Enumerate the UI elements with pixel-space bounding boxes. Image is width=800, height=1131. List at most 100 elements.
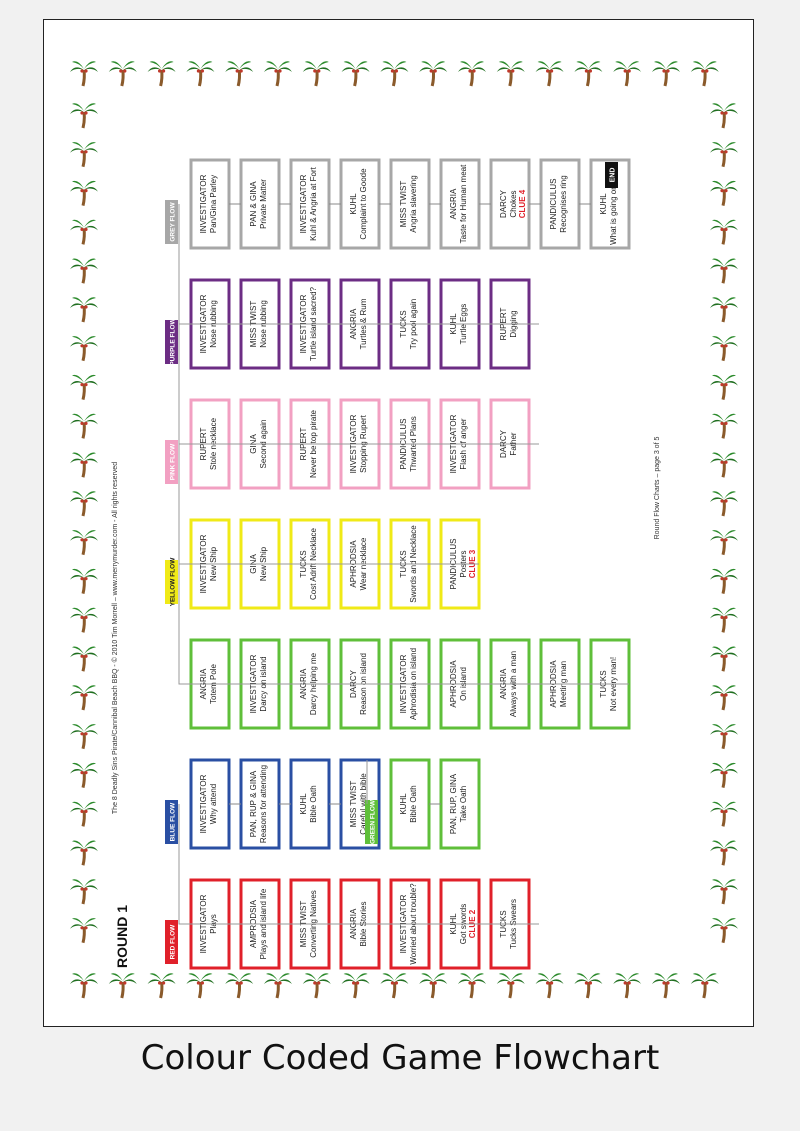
palm-tree-icon [70,491,98,517]
palm-tree-icon [496,973,525,999]
palm-tree-icon [186,973,215,999]
box-subtitle: Complaint to Goode [359,168,368,240]
palm-tree-icon [264,973,292,999]
flow-blue: BLUE FLOW [165,800,178,844]
palm-tree-icon [496,61,525,87]
box-title: PAN, RUP & GINA [249,770,258,837]
palm-tree-icon [70,61,98,87]
palm-tree-icon [710,530,738,556]
box-subtitle: Careful with bible [359,773,368,835]
palm-tree-icon [70,374,98,400]
box-title: KUHL [599,193,608,215]
caption: Colour Coded Game Flowchart [140,1038,660,1078]
palm-tree-icon [70,607,98,633]
box-subtitle: Kuhl & Angria at Fort [309,166,318,241]
box-subtitle: Reasons for attending [259,765,268,843]
palm-tree-icon [710,452,738,478]
flow-label: YELLOW FLOW [170,557,177,607]
palm-tree-icon [108,61,137,87]
palm-tree-icon [710,918,738,944]
box-subtitle: Pan/Gina Parley [209,175,218,233]
palm-tree-icon [710,840,738,866]
palm-tree-icon [710,336,738,362]
flow-label: BLUE FLOW [170,802,177,841]
palm-tree-icon [70,452,98,478]
palm-tree-icon [613,973,642,999]
palm-tree-icon [710,724,738,750]
palm-tree-icon [710,258,738,284]
palm-tree-icon [70,103,98,129]
palm-tree-icon [710,568,738,594]
palm-tree-icon [710,646,738,672]
page-note: Round Flow Charts – page 3 of 5 [654,437,661,540]
box-subtitle: Recognises ring [559,175,568,232]
palm-tree-icon [225,973,254,999]
palm-tree-icon [70,685,98,711]
palm-tree-icon [710,607,738,633]
box-title: KUHL [399,793,408,815]
box-subtitle: Taste for Human meat [459,164,468,243]
box-title: INVESTIGATOR [199,174,208,233]
palm-tree-icon [341,973,370,999]
box-title: KUHL [299,793,308,815]
palm-tree-icon [710,142,738,168]
palm-tree-icon [574,61,603,87]
box-title: INVESTIGATOR [199,774,208,833]
palm-tree-icon [70,879,98,905]
palm-tree-icon [70,973,98,999]
palm-tree-icon [690,61,719,87]
flow-label: GREY FLOW [170,202,177,242]
palm-tree-icon [70,568,98,594]
palm-tree-icon [70,258,98,284]
flow-grey: GREY FLOW [165,200,178,244]
palm-tree-icon [419,973,448,999]
palm-tree-icon [613,61,642,87]
flow-connector [178,324,539,445]
palm-tree-icon [225,61,254,87]
palm-tree-icon [710,103,738,129]
end-label: END [610,168,617,183]
palm-tree-icon [710,374,738,400]
palm-tree-icon [70,142,98,168]
box-subtitle: What is going on Mum! [609,163,618,245]
palm-tree-icon [458,973,486,999]
palm-tree-icon [70,336,98,362]
palm-tree-icon [70,801,98,827]
clue-label: CLUE 4 [518,189,527,218]
box-title: KUHL [349,193,358,215]
flow-label: PINK FLOW [170,443,177,480]
box-title: ANGRIA [449,188,458,219]
flow-purple: PURPLE FLOW [165,317,178,366]
flow-connector [178,444,479,565]
palm-tree-icon [70,762,98,788]
palm-tree-icon [458,61,486,87]
palm-tree-icon [341,61,370,87]
box-title: DARCY [499,189,508,218]
palm-tree-icon [710,297,738,323]
round-label: ROUND 1 [114,905,130,968]
palm-tree-icon [70,530,98,556]
flow-label: RED FLOW [170,924,177,960]
box-title: INVESTIGATOR [299,174,308,233]
palm-tree-icon [302,973,331,999]
palm-tree-icon [652,973,680,999]
flow-label: GREEN FLOW [370,799,377,844]
flow-pink: PINK FLOW [165,440,178,484]
palm-tree-icon [710,180,738,206]
box-title: PAN & GINA [249,181,258,227]
box-subtitle: Bible Oath [309,785,318,822]
palm-tree-icon [710,762,738,788]
palm-tree-icon [186,61,215,87]
palm-tree-icon [70,918,98,944]
palm-tree-icon [419,61,448,87]
